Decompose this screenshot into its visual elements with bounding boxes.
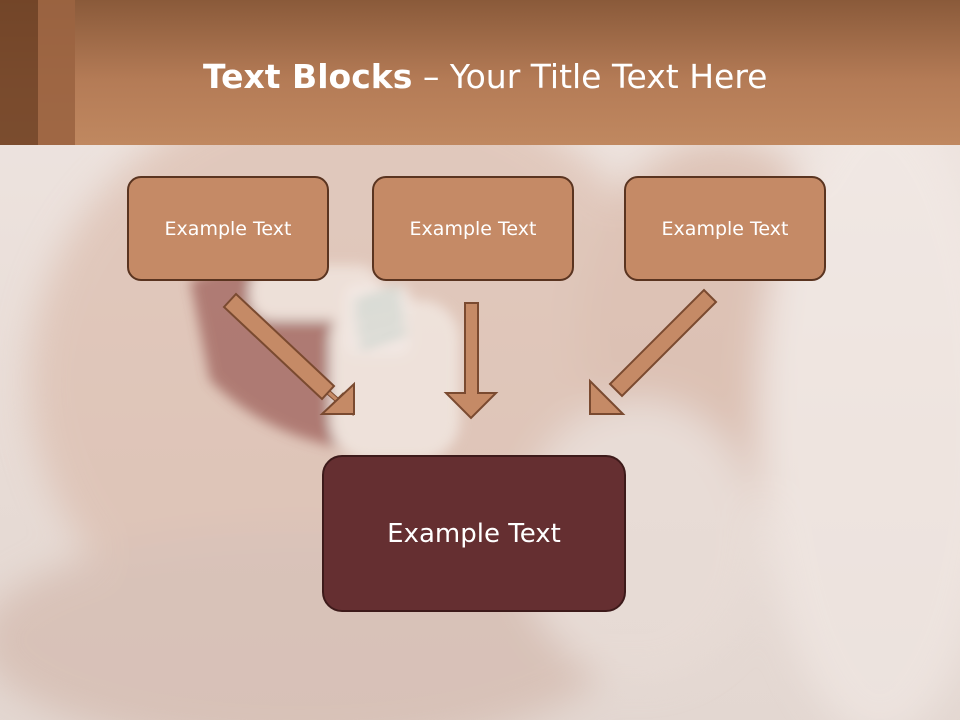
text-block-3: Example Text [624,176,826,281]
page-title: Text Blocks – Your Title Text Here [203,52,767,102]
title-dash: – [412,57,450,96]
target-block-label: Example Text [387,518,561,549]
arrow-center [443,302,499,420]
title-bar: Text Blocks – Your Title Text Here [0,0,960,145]
accent-strip [0,0,38,145]
arrow-left-head [319,381,355,415]
text-block-3-label: Example Text [661,217,789,240]
text-block-2-label: Example Text [409,217,537,240]
text-block-1: Example Text [127,176,329,281]
title-rest: Your Title Text Here [449,57,768,96]
target-block: Example Text [322,455,626,612]
arrow-right-head [589,378,626,415]
accent-strip [38,0,75,145]
text-block-2: Example Text [372,176,574,281]
arrow-left-body [222,292,336,401]
title-bold: Text Blocks [203,57,413,96]
arrow-right-body [608,288,718,398]
text-block-1-label: Example Text [164,217,292,240]
